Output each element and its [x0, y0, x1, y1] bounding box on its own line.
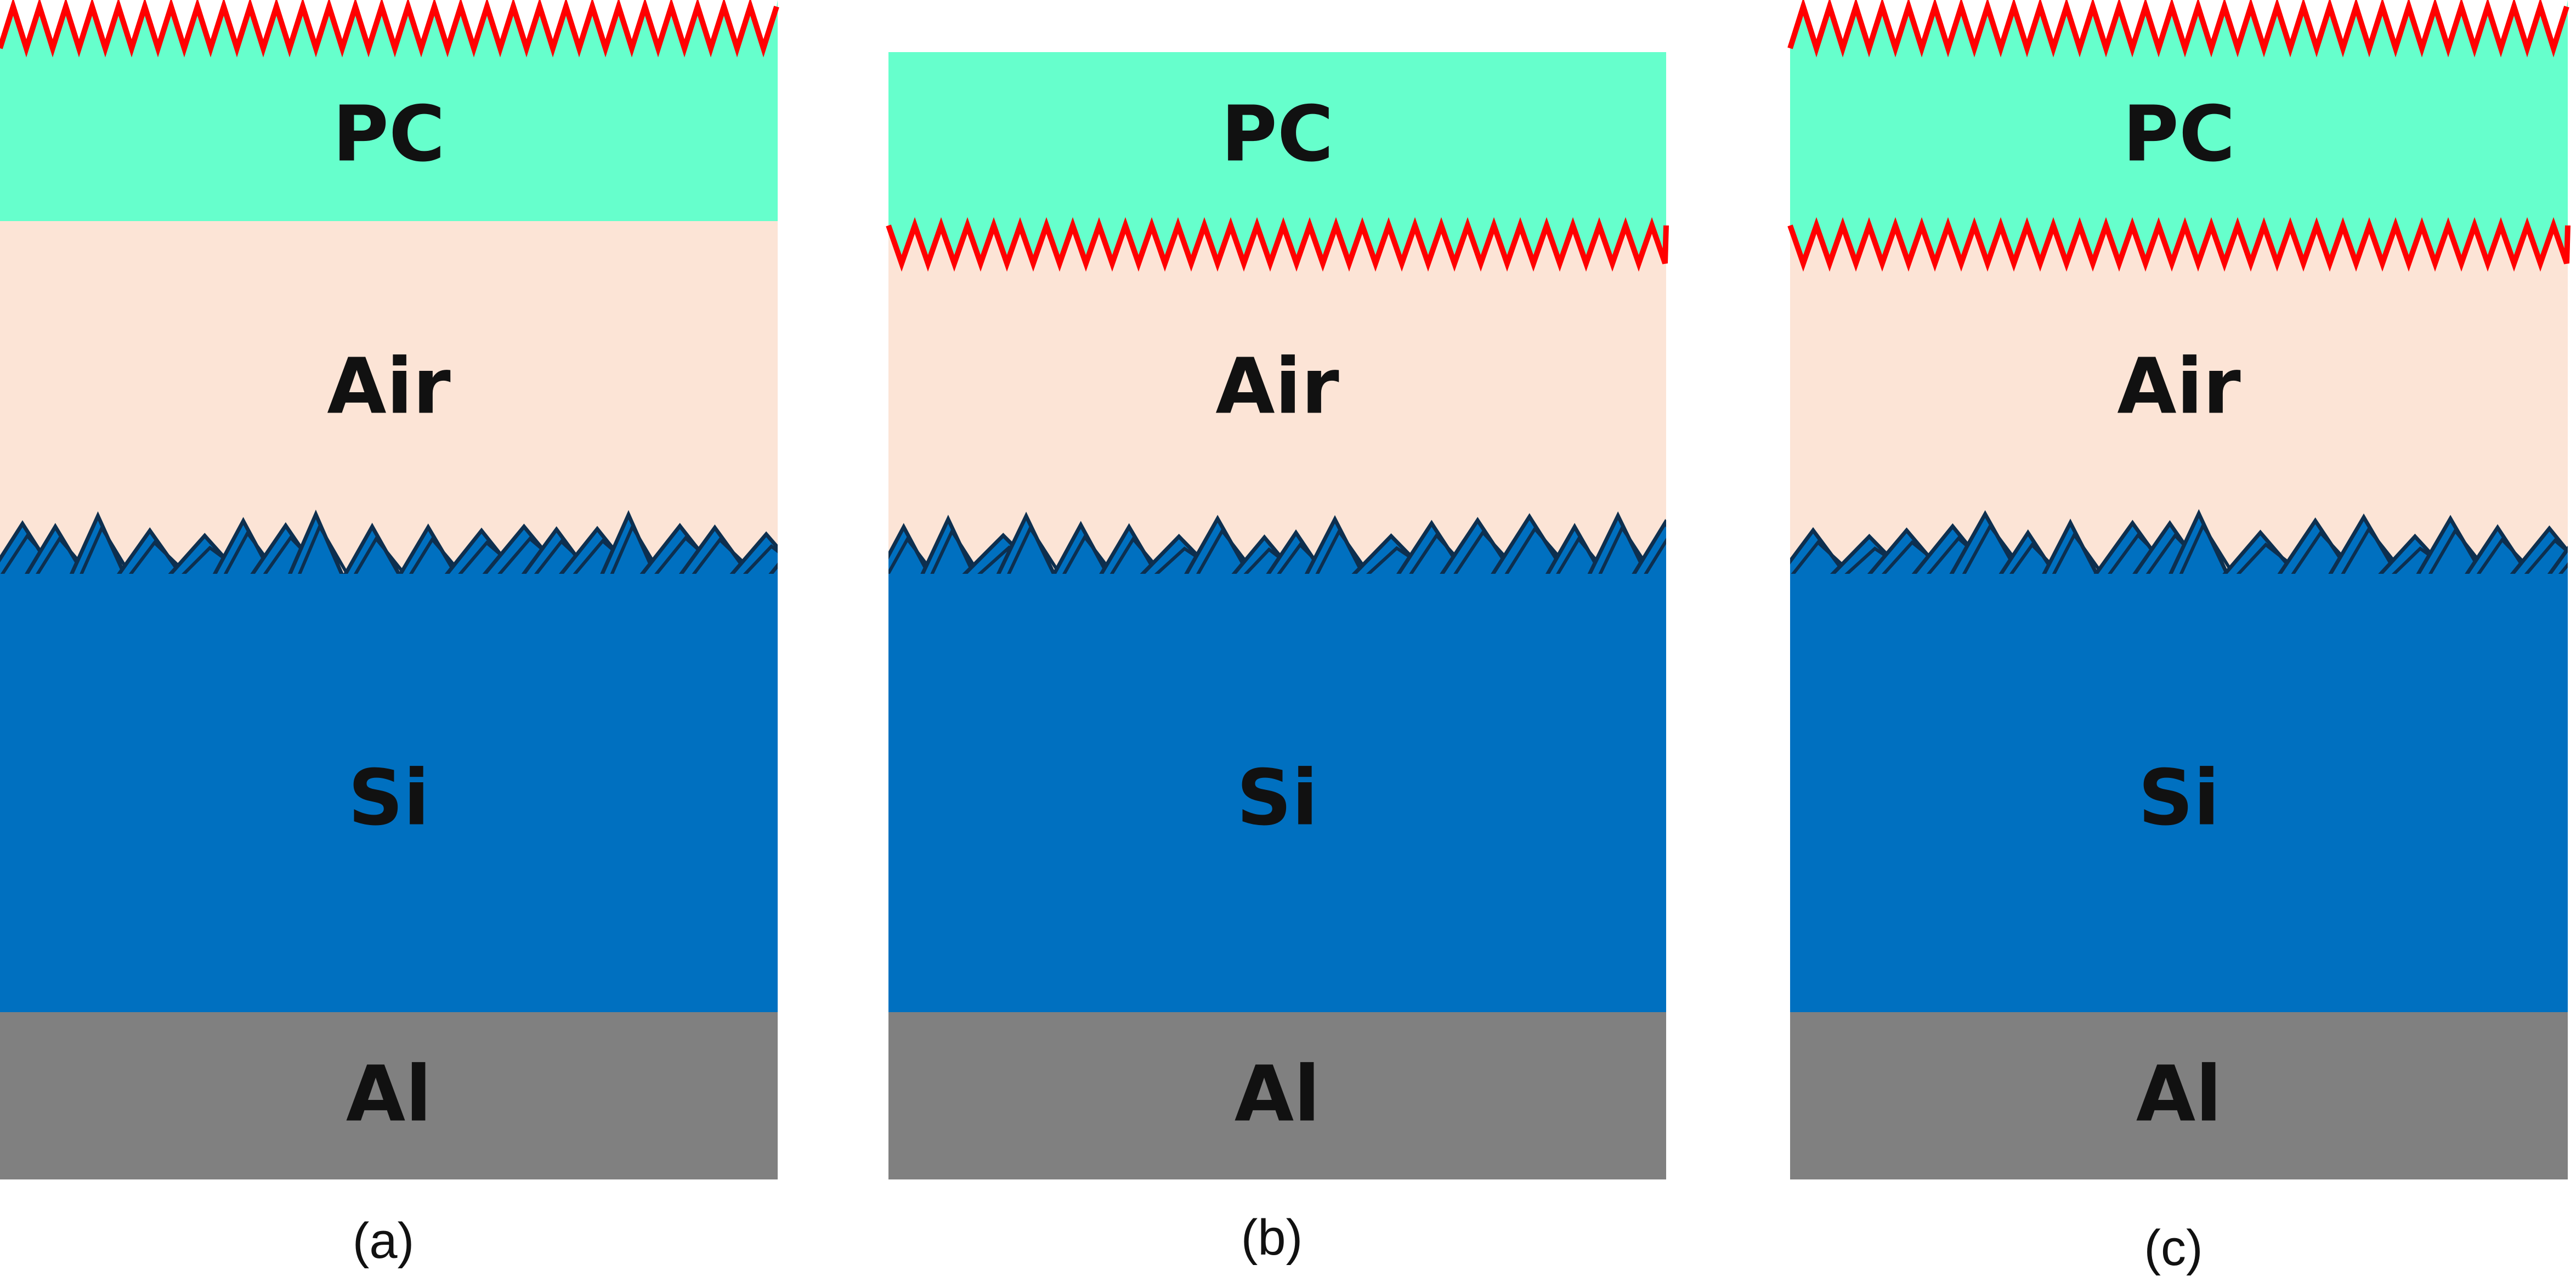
- al-layer: [0, 1012, 778, 1179]
- pc-layer-label: PC: [2122, 90, 2235, 179]
- al-layer-label: Al: [1235, 1050, 1320, 1139]
- si-layer-label: Si: [1237, 754, 1318, 843]
- si-layer: [888, 575, 1666, 1012]
- si-pyramid-texture: [1790, 509, 2568, 585]
- si-layer: [1790, 575, 2568, 1012]
- panel-c: PC Air Si Al (c): [1787, 0, 2571, 1276]
- air-layer-label: Air: [327, 342, 450, 432]
- al-layer-label: Al: [346, 1050, 432, 1139]
- panel-caption: (a): [353, 1213, 414, 1269]
- air-layer-label: Air: [2117, 342, 2240, 432]
- pc-air-interface: [1787, 217, 2571, 279]
- panel-caption: (b): [1241, 1210, 1303, 1266]
- si-pyramid-texture: [888, 511, 1666, 585]
- air-layer-label: Air: [1215, 342, 1339, 432]
- si-layer: [0, 575, 778, 1012]
- air-layer: [0, 221, 778, 576]
- panel-caption: (c): [2144, 1220, 2203, 1276]
- air-layer: [888, 221, 1666, 576]
- pc-top-surface: [0, 0, 779, 58]
- al-layer-label: Al: [2136, 1050, 2222, 1139]
- pc-layer-label: PC: [332, 90, 445, 179]
- panel-a: PC Air Si Al (a): [0, 0, 779, 1269]
- si-layer-label: Si: [348, 754, 430, 843]
- pc-air-interface: [886, 217, 1669, 279]
- al-layer: [888, 1012, 1666, 1179]
- si-layer-label: Si: [2138, 754, 2220, 843]
- air-layer: [1790, 221, 2568, 576]
- pc-layer-label: PC: [1221, 90, 1333, 179]
- si-pyramid-texture: [0, 509, 778, 585]
- panel-b: PC Air Si Al (b): [886, 52, 1669, 1266]
- pc-top-surface: [1787, 0, 2569, 58]
- al-layer: [1790, 1012, 2568, 1179]
